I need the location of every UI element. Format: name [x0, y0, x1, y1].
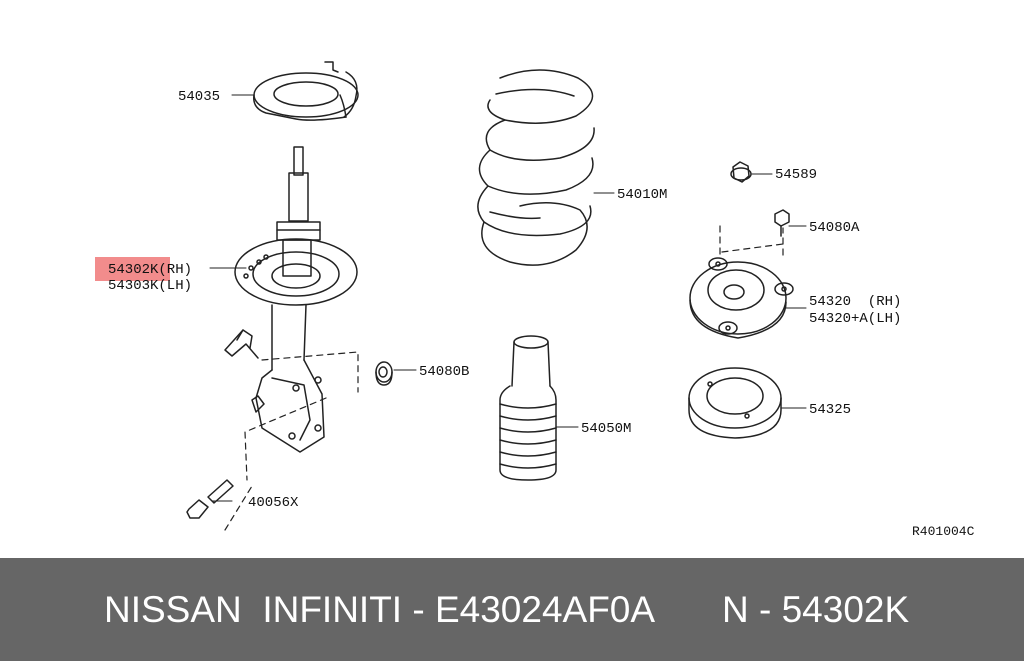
label-mount-lh[interactable]: 54320+A(LH) — [809, 311, 901, 327]
footer-bar: NISSAN INFINITI - E43024AF0A N - 54302K — [0, 558, 1024, 661]
upper-nut-drawing — [730, 161, 752, 183]
label-bolt-upper[interactable]: 54080A — [809, 220, 860, 236]
guide-lines — [224, 223, 784, 531]
strut-mount-drawing — [689, 257, 794, 339]
footer-left-text: NISSAN INFINITI - E43024AF0A — [104, 589, 656, 630]
highlight-box — [95, 257, 170, 281]
label-upper-seat[interactable]: 54035 — [178, 89, 220, 105]
lower-bolt-drawing — [186, 479, 234, 519]
bearing-drawing — [688, 367, 782, 439]
label-bearing[interactable]: 54325 — [809, 402, 851, 418]
label-nut[interactable]: 54589 — [775, 167, 817, 183]
reference-code: R401004C — [912, 524, 975, 539]
label-mount-rh[interactable]: 54320 (RH) — [809, 294, 901, 310]
bound-bumper-drawing — [499, 335, 557, 481]
footer-right-text: N - 54302K — [722, 589, 910, 630]
label-bolt-lower[interactable]: 40056X — [248, 495, 299, 511]
label-nut-lower[interactable]: 54080B — [419, 364, 469, 380]
strut-drawing — [224, 146, 358, 453]
label-bound-bumper[interactable]: 54050M — [581, 421, 631, 437]
leader-lines — [209, 94, 807, 502]
upper-spring-seat-drawing — [253, 61, 359, 121]
parts-diagram: 54035 54302K(RH) 54303K(LH) 54010M 54589… — [95, 61, 975, 539]
lower-nut-drawing — [375, 361, 393, 386]
label-strut-rh[interactable]: 54302K(RH) — [108, 262, 192, 278]
coil-spring-drawing — [477, 69, 595, 266]
upper-bolt-drawing — [774, 209, 790, 237]
label-coil-spring[interactable]: 54010M — [617, 187, 667, 203]
label-strut-lh[interactable]: 54303K(LH) — [108, 278, 192, 294]
